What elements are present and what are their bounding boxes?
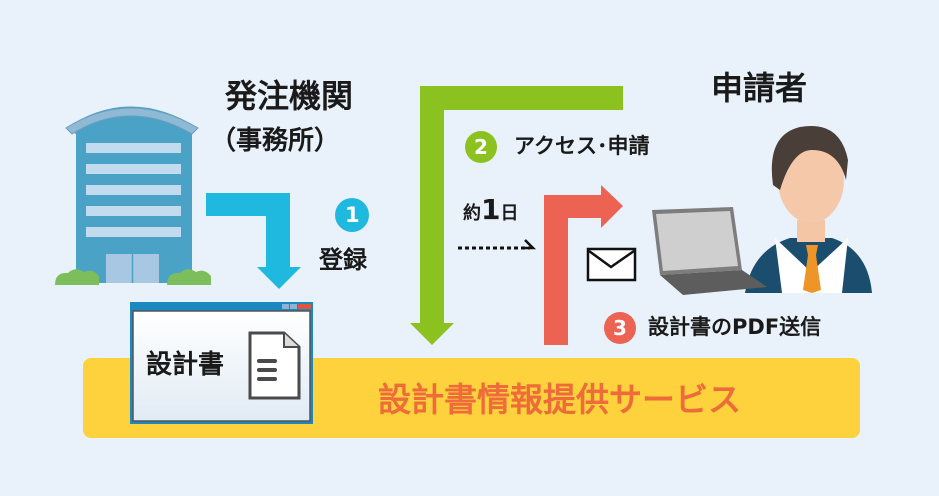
- client-title: 発注機関: [225, 77, 354, 115]
- document-icon: [248, 331, 301, 400]
- service-label: 設計書情報提供サービス: [378, 380, 741, 419]
- duration-suffix: 日: [500, 203, 519, 224]
- step-2-badge: [465, 131, 497, 163]
- client-subtitle: （事務所）: [210, 126, 341, 156]
- duration-number: 1: [481, 193, 501, 226]
- duration-label: 約1日: [463, 196, 518, 224]
- send-arrow: [544, 185, 623, 345]
- step-3-badge: [604, 312, 636, 344]
- office-building-icon: [55, 106, 211, 285]
- step-2-number: 2: [474, 135, 488, 159]
- dotted-arrow: [458, 239, 537, 250]
- person-icon: [745, 125, 872, 293]
- step-3-number: 3: [613, 316, 627, 340]
- step-3-label: 設計書のPDF送信: [648, 315, 822, 339]
- applicant-title: 申請者: [711, 69, 808, 107]
- access-arrow: [410, 86, 623, 345]
- document-label: 設計書: [146, 350, 225, 380]
- document-window: [130, 302, 313, 424]
- step-1-number: 1: [345, 203, 360, 227]
- laptop-icon: [652, 207, 767, 295]
- register-arrow: [206, 193, 301, 289]
- envelope-icon: [586, 247, 637, 282]
- step-1-badge: [335, 198, 369, 232]
- duration-prefix: 約: [463, 203, 481, 224]
- step-1-label: 登録: [319, 246, 367, 274]
- step-2-label: アクセス･申請: [514, 134, 650, 158]
